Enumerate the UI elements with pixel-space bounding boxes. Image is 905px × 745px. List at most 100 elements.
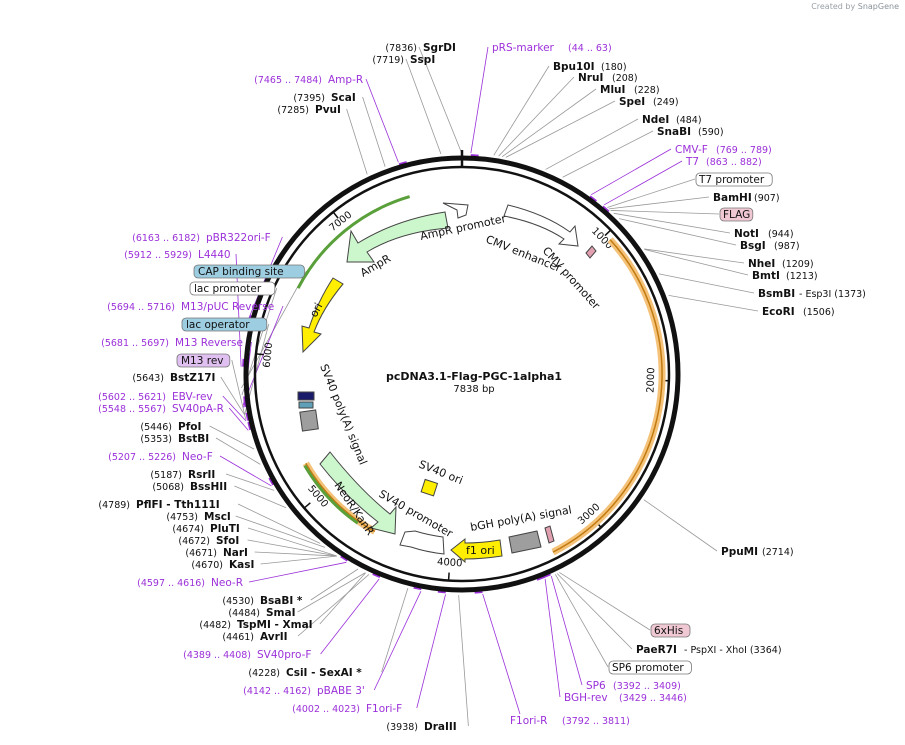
label-left-name-9: M13 Reverse [175,337,243,349]
leader-right-21 [559,572,651,631]
label-left-pre-3: (6163 .. 6182) [132,233,200,244]
label-bgh: bGH poly(A) signal [469,503,572,534]
label-left-name-25: Neo-R [211,577,243,589]
label-bottom-name-0: F1ori-R [510,715,547,727]
label-left-name-19: PflFI - Tth111I [136,499,220,511]
leader-left-24 [260,555,337,565]
label-left-34: (3938)DraIII [386,721,456,733]
leader-left-16 [219,455,272,487]
label-left-pre-24: (4670) [191,560,223,571]
label-right-post-22: - PspXI - XhoI (3364) [684,645,782,656]
neo-arrow [319,451,397,535]
leader-right-8 [562,130,654,178]
label-left-name-23: NarI [223,547,248,559]
label-right-name-14: NotI [734,228,759,240]
label-left-name-15: BstBI [178,433,209,445]
label-left-14: (5446)PfoI [140,421,201,433]
leader-left-27 [297,572,366,613]
leader-left-11 [220,376,246,416]
leader-right-25 [544,578,561,698]
label-left-name-20: MscI [204,511,231,523]
label-right-5: MluI(228) [600,84,660,96]
label-left-pre-16: (5207 .. 5226) [108,452,176,463]
label-right-name-2: pRS-marker [492,42,555,54]
pgc1a-cds-arc-line [552,239,663,553]
label-right-post-14: (944) [768,229,794,240]
leader-right-13 [610,210,720,215]
label-left-pre-11: (5643) [132,373,164,384]
label-right-post-10: (863 .. 882) [706,157,762,168]
label-right-20: PpuMI(2714) [721,546,794,558]
label-right-name-24: SP6 [586,680,606,692]
leader-left-1 [362,96,386,167]
neo-orange-arc-line [305,463,376,533]
leader-right-4 [498,76,575,157]
leader-left-3 [246,236,283,323]
leader-left-10 [231,359,247,420]
label-left-name-16: Neo-F [182,451,213,463]
label-right-post-25: (3429 .. 3446) [619,693,687,704]
label-left-pre-19: (4789) [98,500,130,511]
primer-mark-14 [437,590,446,594]
label-left-21: (4674)PluTI [172,523,239,535]
label-right-name-4: NruI [578,72,603,84]
label-right-name-16: NheI [748,258,775,270]
label-right-post-3: (180) [601,62,627,73]
label-left-6: lac promoter [189,281,276,296]
label-right-post-4: (208) [612,73,638,84]
leader-right-16 [644,248,745,264]
primer-mark-12 [372,573,381,578]
label-left-name-10: M13 rev [181,355,224,367]
primer-mark-2 [589,195,597,202]
label-left-22: (4672)SfoI [178,535,239,547]
label-right-14: NotI (944) [734,228,794,240]
label-left-28: (4482)TspMI - XmaI [199,619,312,631]
label-right-post-15: (987) [774,241,800,252]
label-right-1: (7719)SspI [372,54,435,66]
leader-right-7 [545,118,639,170]
tick-7000 [332,211,339,219]
leader-left-21 [247,527,337,557]
label-left-31: (4228)CsiI - SexAI * [248,667,362,679]
tick-5000 [303,502,311,509]
tick-1000 [604,229,612,237]
label-right-name-25: BGH-rev [564,692,608,704]
leader-right-6 [505,100,616,158]
label-ori: ori [307,301,325,320]
label-left-name-11: BstZ17I [170,372,215,384]
label-left-name-22: SfoI [216,535,239,547]
label-left-pre-18: (5068) [152,482,184,493]
label-left-3: (6163 .. 6182)pBR322ori-F [132,232,271,244]
sv40-promoter-arrow [399,530,445,555]
primer-mark-1 [398,161,407,166]
tick-6000 [255,353,265,356]
inner-features [297,202,597,564]
primer-mark-8 [245,412,249,421]
label-left-pre-27: (4484) [228,608,260,619]
label-bottom-post-0: (3792 .. 3811) [562,716,630,727]
label-right-name-17: BmtI [752,270,780,282]
label-left-15: (5353)BstBI [140,433,209,445]
label-box-right-11 [695,172,773,187]
leader-left-31 [381,588,409,673]
label-left-9: (5681 .. 5697)M13 Reverse [101,337,243,349]
label-right-19: EcoRI(1506) [762,306,835,318]
leader-left-7 [242,305,284,405]
label-right-13: FLAG [719,207,754,222]
label-left-pre-4: (5912 .. 5929) [124,250,192,261]
label-left-pre-32: (4142 .. 4162) [243,686,311,697]
leader-right-5 [501,88,597,158]
label-left-pre-17: (5187) [150,470,182,481]
label-right-18: BsmBI- Esp3I (1373) [758,288,866,300]
leader-right-18 [658,273,755,294]
f1-ori-arrow [450,537,503,564]
label-right-16: NheI(1209) [748,258,814,270]
label-right-name-12: BamHI [713,192,752,204]
label-left-11: (5643) BstZ17I [132,372,215,384]
label-right-post-12: (907) [754,193,780,204]
label-left-name-27: SmaI [266,607,296,619]
label-left-name-29: AvrII [260,631,288,643]
ori-arrow [301,277,344,354]
plasmid-name: pcDNA3.1-Flag-PGC-1alpha1 [386,370,562,383]
label-left-10: M13 rev [176,353,231,368]
